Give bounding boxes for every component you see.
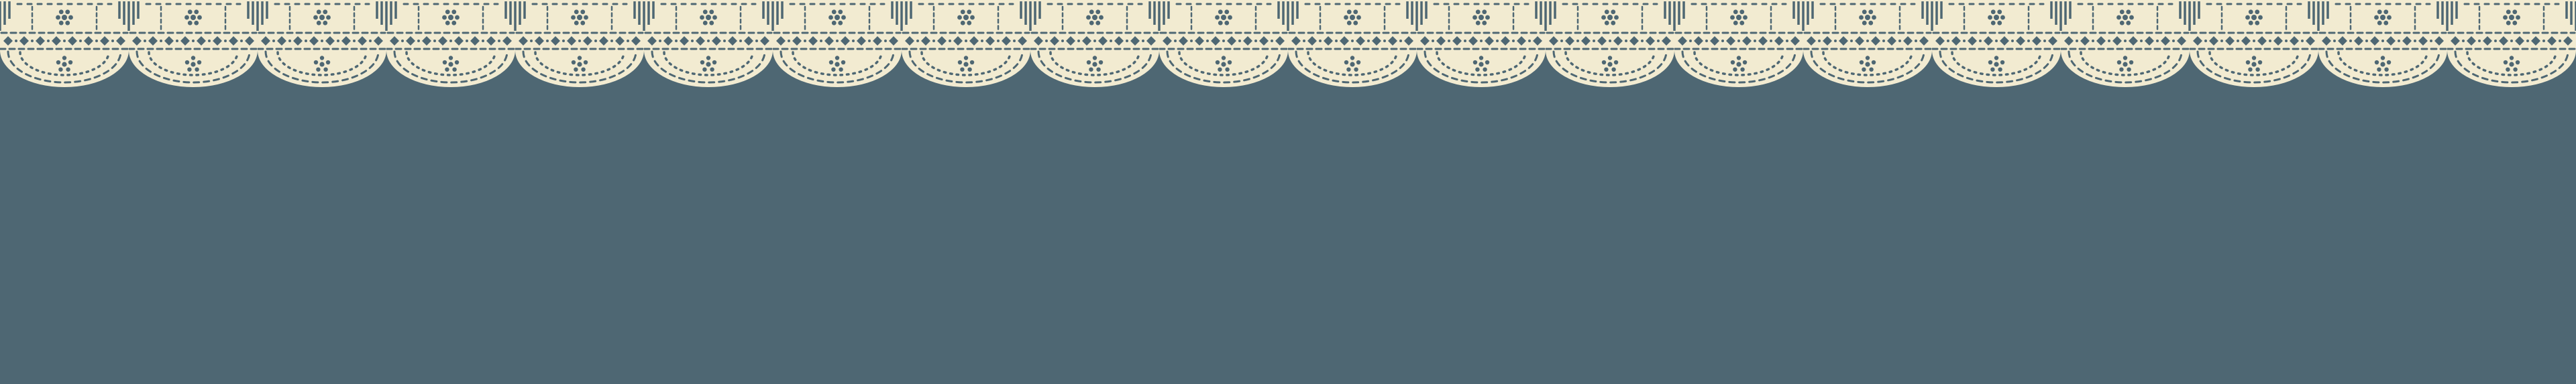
lace-trim [0, 0, 2576, 134]
